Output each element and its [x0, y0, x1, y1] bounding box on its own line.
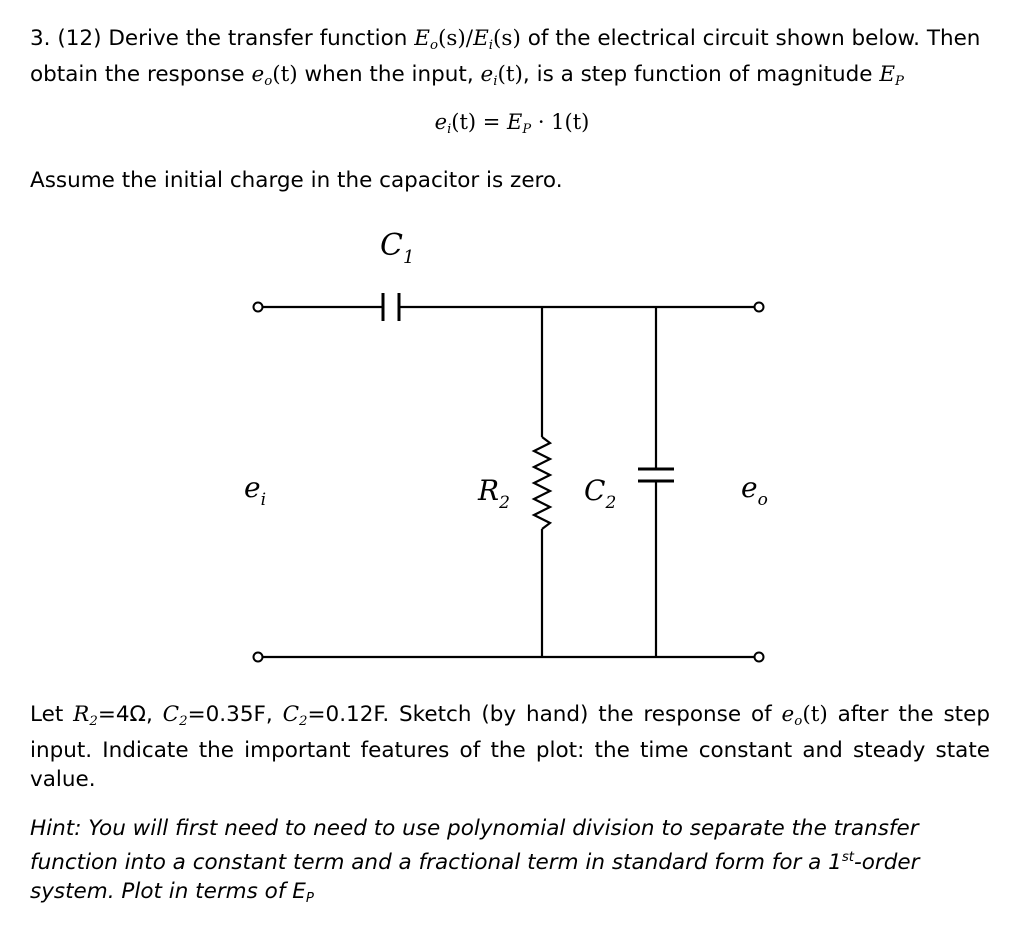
- assumption-text: Assume the initial charge in the capacit…: [30, 168, 563, 193]
- output-voltage-label: eo: [741, 471, 768, 510]
- output-terminal-top: [753, 301, 765, 313]
- step-input-equation: ei(t) = EP · 1(t): [434, 110, 590, 137]
- problem-number: 3.: [30, 26, 51, 51]
- problem-points: (12): [57, 26, 102, 51]
- r2-label: R2: [477, 474, 510, 513]
- given-values-text: Let R2=4Ω, C2=0.35F, C2=0.12F. Sketch (b…: [30, 702, 990, 792]
- input-terminal-bottom: [252, 651, 264, 663]
- circuit-diagram: C1 R2 C2 ei eo: [244, 228, 768, 663]
- input-voltage-label: ei: [244, 471, 266, 510]
- input-terminal-top: [252, 301, 264, 313]
- r2-resistor: [531, 436, 553, 530]
- c2-label: C2: [584, 474, 616, 513]
- c1-label: C1: [380, 228, 414, 268]
- hint-text: Hint: You will first need to need to use…: [30, 816, 920, 906]
- output-terminal-bottom: [753, 651, 765, 663]
- problem-statement: 3. (12) Derive the transfer function Eo(…: [30, 26, 981, 89]
- transfer-function: Eo(s)/Ei(s): [414, 26, 521, 53]
